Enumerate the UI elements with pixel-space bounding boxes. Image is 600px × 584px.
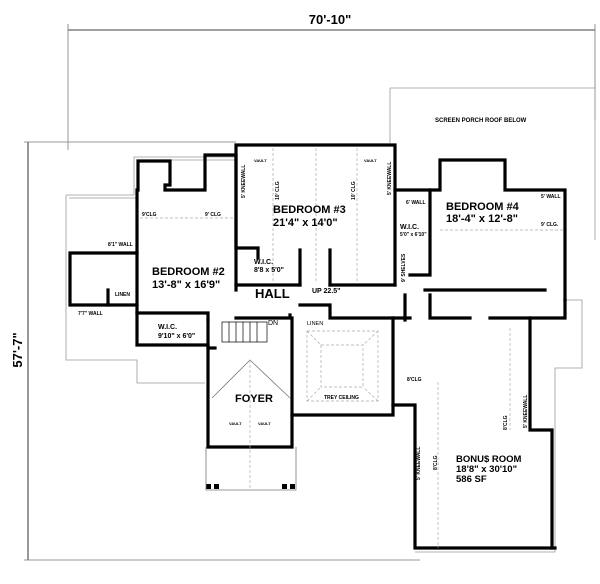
width-dimension: 70'-10": [67, 12, 596, 150]
bonus-area: 586 SF: [456, 474, 487, 485]
clg-note-4: 10' CLG: [351, 181, 357, 200]
dn-note: DN: [268, 320, 278, 327]
wall-6-note: 6' WALL: [406, 200, 426, 206]
kneewall-note-3: 5' KNEEWALL: [416, 447, 422, 480]
kneewall-note-2: 5' KNEEWALL: [387, 162, 393, 195]
linen-note-1: LINEN: [115, 292, 130, 298]
wall-8-1-note: 8'1" WALL: [108, 242, 133, 248]
kneewall-note-4: 5' KNEEWALL: [523, 395, 529, 428]
bedroom3-size: 21'4" x 14'0": [273, 217, 338, 229]
bedroom2-size: 13'-8" x 16'9": [152, 279, 220, 291]
depth-dimension: 57'-7": [10, 141, 420, 561]
wic1-size: 8'8 x 5'0": [254, 267, 284, 274]
wall-7-7-note: 7'7" WALL: [78, 311, 103, 317]
linen-note-2: LINEN: [307, 321, 323, 327]
bonus-size: 18'8" x 30'10": [456, 464, 517, 475]
clg-note-5: 9' CLG.: [541, 222, 559, 228]
depth-label: 57'-7": [10, 332, 25, 367]
vault-note-2: VAULT: [364, 158, 377, 163]
clg-note-3: 10' CLG: [275, 181, 281, 200]
screen-porch-note: SCREEN PORCH ROOF BELOW: [435, 118, 527, 124]
bedroom4-name: BEDROOM #4: [446, 201, 520, 213]
wic1-name: W.I.C.: [254, 259, 273, 266]
walls: [68, 143, 567, 550]
bonus-name: BONU$ ROOM: [456, 454, 522, 465]
bedroom4-size: 18'-4" x 12'-8": [446, 213, 518, 225]
bedroom2-name: BEDROOM #2: [152, 266, 225, 278]
wic2-size: 5'0" x 6'10": [400, 232, 427, 238]
vault-note-3: VAULT: [229, 421, 242, 426]
trey-ceiling-note: TREY CEILING: [324, 395, 359, 401]
clg-note-6: 8'CLG: [407, 377, 422, 383]
shelves-note: 9' SHELVES: [401, 253, 407, 282]
vault-note-4: VAULT: [258, 421, 271, 426]
clg-note-8: 8'CLG: [503, 415, 509, 430]
clg-note-7: 8'CLG: [433, 455, 439, 470]
width-label: 70'-10": [309, 12, 352, 27]
porch-posts: [205, 447, 297, 491]
ceiling-lines: [140, 148, 565, 548]
wall-5-note: 5' WALL: [541, 194, 561, 200]
clg-note-1: 9'CLG: [142, 212, 157, 218]
up-note: UP 22.5": [312, 288, 341, 295]
vault-note-1: VAULT: [254, 158, 267, 163]
foyer-name: FOYER: [235, 393, 273, 405]
wic3-name: W.I.C.: [158, 324, 177, 331]
wic2-name: W.I.C.: [400, 224, 419, 231]
hall-name: HALL: [255, 286, 290, 301]
clg-note-2: 9' CLG: [205, 212, 221, 218]
stairs: [221, 321, 268, 343]
wic3-size: 9'10" x 6'0": [158, 333, 195, 340]
bedroom3-name: BEDROOM #3: [273, 204, 346, 216]
roof-outline: [65, 38, 596, 553]
kneewall-note-1: 5' KNEEWALL: [241, 165, 247, 198]
